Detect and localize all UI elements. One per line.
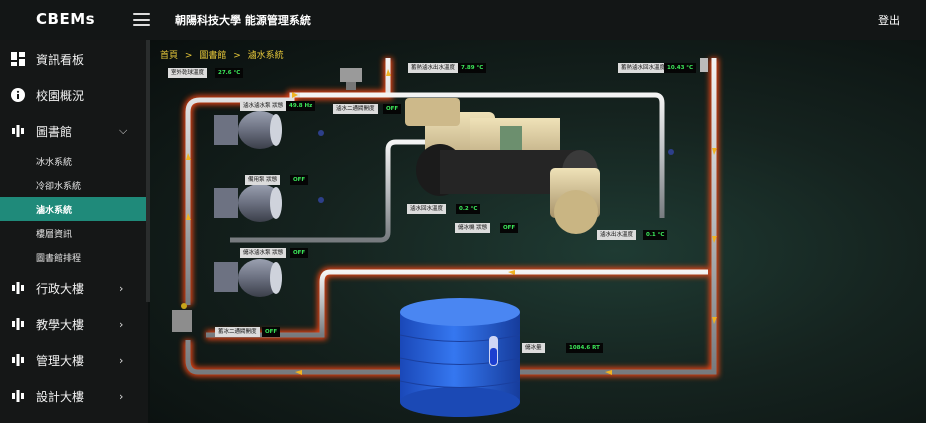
sidebar-item-label: 行政大樓: [36, 281, 85, 296]
outdoor-temp-label: 室外乾球溫度: [168, 68, 208, 78]
subitem-cooling-water[interactable]: 冷卻水系統: [0, 173, 146, 197]
subitem-label: 冷卻水系統: [36, 181, 82, 192]
pump-1-status-value: 49.8 Hz: [286, 101, 316, 111]
chevron-right-icon: ›: [119, 281, 124, 295]
sidebar-item-library[interactable]: 圖書館 ⌵: [0, 113, 146, 149]
brine-outlet-temp-label: 滷水出水溫度: [597, 230, 637, 240]
building-icon: [11, 317, 25, 331]
ice-valve-value: OFF: [262, 327, 281, 337]
storage-return-temp-value: 10.43 °C: [664, 63, 697, 73]
ice-storage-value: 1084.6 RT: [566, 343, 603, 353]
subitem-library-schedule[interactable]: 圖書館排程: [0, 245, 146, 269]
sidebar-item-campus-overview[interactable]: 校園概況: [0, 77, 146, 113]
sidebar-item-label: 圖書館: [36, 124, 73, 139]
brine-pump-2[interactable]: [214, 184, 282, 222]
pump-1-status-label: 滷水滷水泵 狀態: [240, 101, 287, 111]
chiller-status-value: OFF: [500, 223, 519, 233]
sidebar-item-teaching-building[interactable]: 教學大樓 ›: [0, 306, 146, 342]
storage-supply-temp-label: 蓄熱滷水出水溫度: [408, 63, 459, 73]
chiller-status-label: 儲冰機 狀態: [455, 223, 491, 233]
top-bar: CBEMs 朝陽科技大學 能源管理系統 登出: [0, 0, 926, 40]
sidebar-item-label: 設計大樓: [36, 389, 85, 404]
subitem-chilled-water[interactable]: 冰水系統: [0, 149, 146, 173]
pump-2-status-value: OFF: [290, 175, 309, 185]
breadcrumb-library[interactable]: 圖書館: [199, 51, 227, 61]
building-icon: [11, 389, 25, 403]
pump-2-status-label: 備用泵 狀態: [245, 175, 281, 185]
ice-storage-label: 儲冰量: [522, 343, 545, 353]
breadcrumb-separator: >: [233, 51, 241, 61]
storage-return-temp-label: 蓄熱滷水回水溫度: [618, 63, 669, 73]
chevron-right-icon: ›: [119, 317, 124, 331]
sidebar-item-label: 資訊看板: [36, 52, 85, 67]
menu-toggle-icon[interactable]: [133, 13, 150, 26]
dashboard-icon: [11, 52, 25, 66]
building-icon: [11, 281, 25, 295]
chevron-down-icon: ⌵: [119, 124, 128, 137]
subitem-floor-info[interactable]: 樓層資訊: [0, 221, 146, 245]
chevron-right-icon: ›: [119, 389, 124, 403]
sidebar-item-design-building[interactable]: 設計大樓 ›: [0, 378, 146, 414]
sidebar-item-label: 管理大樓: [36, 353, 85, 368]
breadcrumb-current: 滷水系統: [247, 51, 284, 61]
sidebar-item-label: 教學大樓: [36, 317, 85, 332]
ice-storage-tank[interactable]: [399, 298, 521, 417]
brine-pump-1[interactable]: [214, 111, 282, 149]
chevron-right-icon: ›: [119, 353, 124, 367]
brine-valve-value: OFF: [383, 104, 402, 114]
subitem-label: 冰水系統: [36, 157, 73, 168]
ice-valve-label: 蓄冰二通閥開度: [215, 327, 260, 337]
brine-return-temp-value: 0.2 °C: [456, 204, 481, 214]
subitem-brine-system[interactable]: 滷水系統: [0, 197, 146, 221]
ice-chiller[interactable]: [405, 98, 600, 234]
brine-pump-3[interactable]: [214, 259, 282, 297]
breadcrumb-home[interactable]: 首頁: [160, 51, 179, 61]
subitem-label: 樓層資訊: [36, 229, 73, 240]
pipe: [230, 67, 710, 243]
pump-3-status-label: 儲冰滷水泵 狀態: [240, 248, 287, 258]
flow-arrow-icon: [186, 69, 717, 375]
building-icon: [11, 353, 25, 367]
subitem-label: 滷水系統: [36, 205, 73, 216]
brine-valve-label: 滷水二通閥開度: [333, 104, 378, 114]
breadcrumb-separator: >: [184, 51, 193, 61]
pump-3-status-value: OFF: [290, 248, 309, 258]
sidebar-item-dashboard[interactable]: 資訊看板: [0, 41, 146, 77]
brand-logo[interactable]: CBEMs: [36, 10, 96, 28]
breadcrumb: 首頁 > 圖書館 > 滷水系統: [160, 48, 284, 61]
subitem-label: 圖書館排程: [36, 253, 82, 264]
logout-button[interactable]: 登出: [878, 14, 900, 27]
building-icon: [11, 124, 25, 138]
outdoor-temp-value: 27.6 °C: [215, 68, 244, 78]
sidebar-item-management-building[interactable]: 管理大樓 ›: [0, 342, 146, 378]
page-title: 朝陽科技大學 能源管理系統: [175, 14, 311, 27]
info-icon: [11, 88, 25, 102]
valve-icon[interactable]: [172, 58, 708, 332]
sidebar: [0, 40, 148, 423]
sidebar-scrollbar[interactable]: [146, 40, 150, 302]
storage-supply-temp-value: 7.89 °C: [458, 63, 487, 73]
sidebar-item-admin-building[interactable]: 行政大樓 ›: [0, 270, 146, 306]
brine-return-temp-label: 滷水回水溫度: [407, 204, 447, 214]
sidebar-item-label: 校園概況: [36, 88, 85, 103]
brine-outlet-temp-value: 0.1 °C: [643, 230, 668, 240]
